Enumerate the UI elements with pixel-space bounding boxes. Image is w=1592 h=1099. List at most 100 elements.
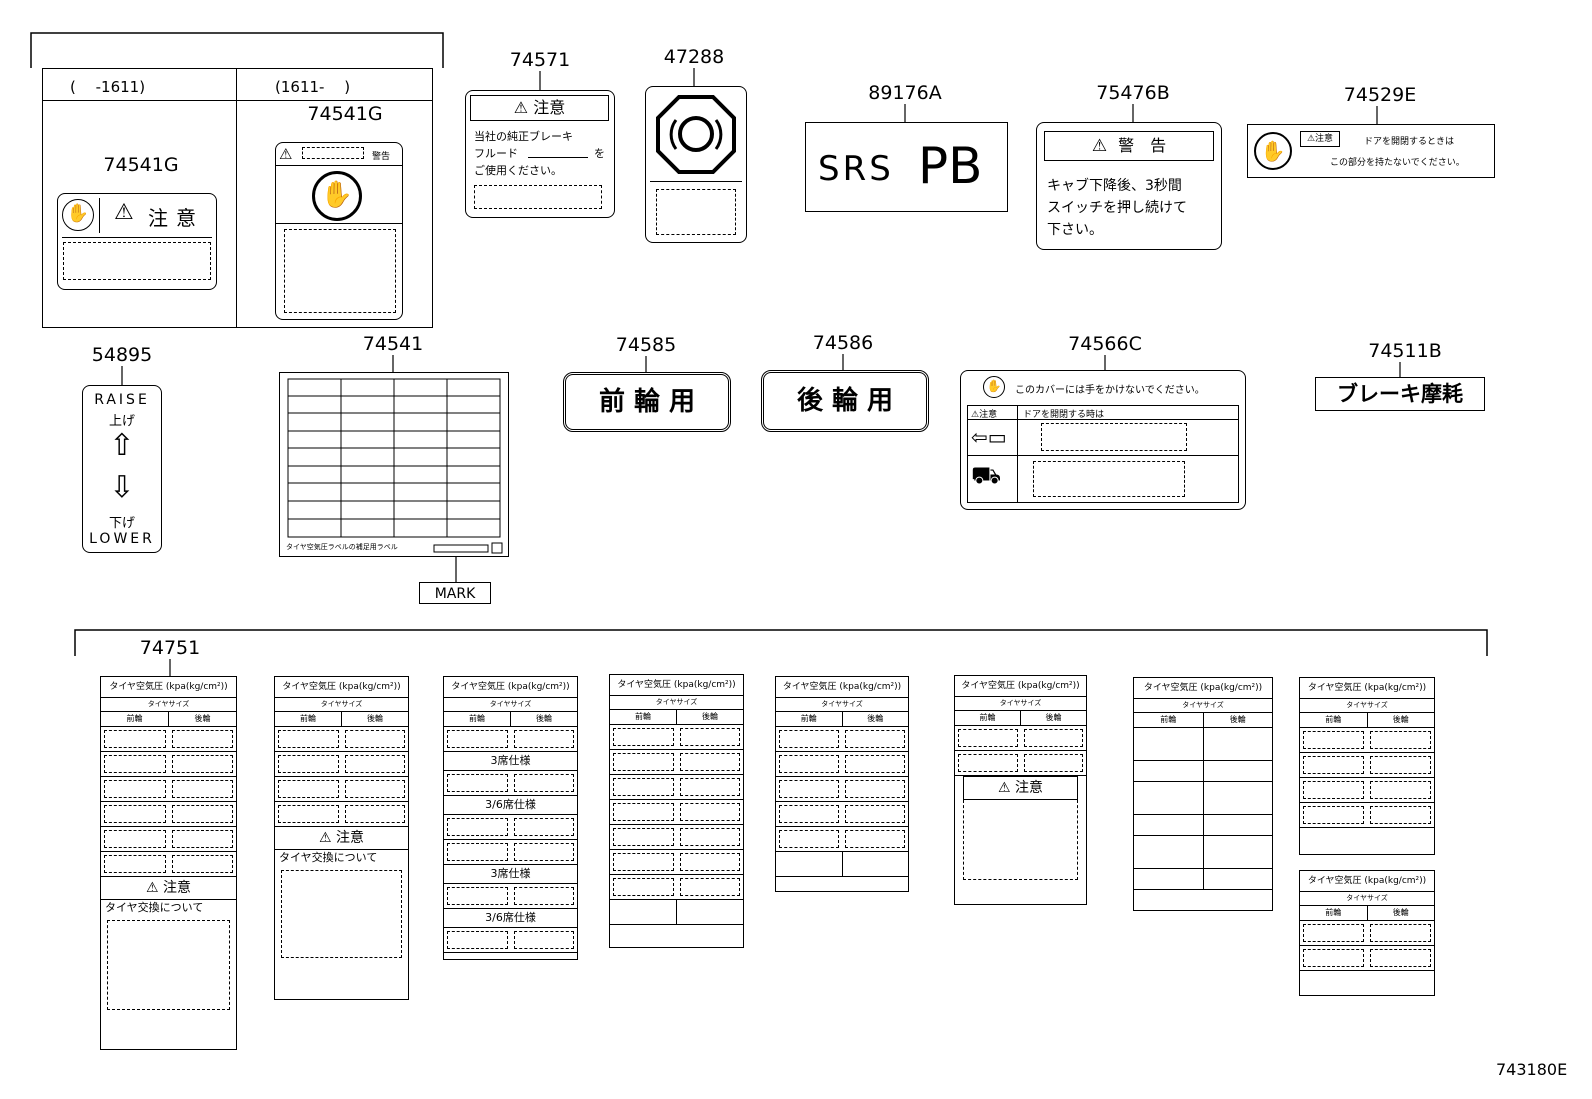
seat-3-text: 3席仕様 [444, 865, 577, 884]
label-74541G-new: ⚠ 警告 ✋ [275, 142, 403, 320]
tire-size-label: タイヤサイズ [101, 698, 236, 712]
text-line-2: スイッチを押し続けて [1047, 200, 1187, 216]
pressure-row [444, 727, 577, 752]
label-75476B-cab: ⚠ 警 告 キャブ下降後、3秒間 スイッチを押し続けて 下さい。 [1036, 122, 1222, 250]
hand-icon: ✋ [62, 199, 94, 231]
pressure-row [444, 884, 577, 909]
caution-text: 注意 [1315, 134, 1334, 144]
srs-text: SRS [818, 149, 894, 189]
text-line-2: この部分を持たないでください。 [1330, 158, 1465, 168]
axle-header: 前輪後輪 [1300, 713, 1434, 728]
door-arrow-icon: ⇦▭ [971, 425, 1007, 449]
part-number-74566C: 74566C [1068, 333, 1142, 355]
label-74585-front-wheel: 前 輪 用 [563, 372, 731, 432]
tire-size-label: タイヤサイズ [444, 698, 577, 712]
pressure-row [1134, 761, 1272, 782]
pressure-row [444, 840, 577, 865]
part-number-74541G-right: 74541G [307, 103, 383, 125]
seat-3-text: 3席仕様 [444, 752, 577, 771]
pressure-row [610, 750, 743, 775]
seat-36-text: 3/6席仕様 [444, 909, 577, 928]
pressure-row [610, 850, 743, 875]
pressure-row [610, 725, 743, 750]
pressure-row [776, 802, 908, 827]
rear-wheel-text: 後 輪 用 [796, 386, 894, 416]
caution-heading: ⚠ 注意 [101, 877, 236, 900]
tire-pressure-title: タイヤ空気圧 (kpa(kg/cm²)) [1300, 871, 1434, 892]
blank-line [528, 157, 588, 158]
text-line-3: ご使用ください。 [474, 164, 562, 177]
tire-pressure-title: タイヤ空気圧 (kpa(kg/cm²)) [610, 675, 743, 696]
front-label: 前輪 [126, 714, 143, 723]
pressure-row [1134, 782, 1272, 815]
label-47288-brake [645, 86, 747, 243]
pressure-row [101, 752, 236, 777]
front-label: 前輪 [300, 714, 316, 723]
divider [62, 237, 212, 238]
warning-triangle-icon: ⚠ [114, 200, 134, 225]
front-label: 前輪 [469, 714, 485, 723]
part-number-74585: 74585 [615, 334, 677, 356]
text-placeholder [284, 229, 396, 313]
divider [276, 165, 402, 166]
caution-heading: ⚠ 注意 [963, 776, 1078, 800]
axle-header: 前輪後輪 [776, 712, 908, 727]
pressure-row [444, 815, 577, 840]
text-line-1: 当社の純正ブレーキ [474, 130, 573, 143]
pressure-row [275, 777, 408, 802]
tire-pressure-title: タイヤ空気圧 (kpa(kg/cm²)) [776, 677, 908, 698]
text-placeholder [107, 920, 230, 1010]
front-label: 前輪 [1160, 715, 1177, 724]
seat-36-text: 3/6席仕様 [444, 796, 577, 815]
pressure-row [1300, 946, 1434, 971]
pressure-row [275, 752, 408, 777]
front-wheel-text: 前 輪 用 [598, 387, 696, 417]
tire-size-label: タイヤサイズ [776, 698, 908, 712]
part-number-89176A: 89176A [868, 82, 942, 104]
tire-size-label: タイヤサイズ [275, 698, 408, 712]
axle-header: 前輪 後輪 [444, 712, 577, 727]
pressure-row [1300, 753, 1434, 778]
hand-icon: ✋ [983, 376, 1005, 398]
front-label: 前輪 [979, 713, 996, 722]
axle-header: 前輪後輪 [275, 712, 408, 727]
tire-change-text: タイヤ交換について [279, 851, 378, 864]
axle-header: 前輪後輪 [1300, 906, 1434, 921]
warning-text: 警 告 [1118, 136, 1167, 155]
text-line-1: ドアを開閉するときは [1364, 137, 1455, 147]
variant-column-divider [236, 68, 237, 328]
pressure-row [610, 825, 743, 850]
pressure-row [1300, 728, 1434, 753]
tire-label-variant-5: タイヤ空気圧 (kpa(kg/cm²)) タイヤサイズ 前輪後輪 [775, 676, 909, 892]
range-left: ( -1611) [70, 78, 146, 96]
caution-text: 注意 [533, 98, 566, 117]
arrow-up-icon: ⇧ [109, 428, 135, 463]
caution-label: 注意 [979, 410, 998, 420]
text-line-2: フルード [474, 147, 518, 160]
label-89176A-srs-pb: SRS PB [805, 122, 1008, 212]
rear-label: 後輪 [676, 710, 743, 724]
pressure-row [275, 727, 408, 752]
cab-tilt-icon: ⛟ [971, 461, 1002, 489]
tire-pressure-title: タイヤ空気圧 (kpa(kg/cm²)) [444, 677, 577, 698]
cover-warning-text: このカバーには手をかけないでください。 [1015, 385, 1205, 396]
pressure-row [955, 751, 1086, 776]
pressure-row [1134, 728, 1272, 761]
tire-label-variant-3: タイヤ空気圧 (kpa(kg/cm²)) タイヤサイズ 前輪 後輪 3席仕様 3/… [443, 676, 578, 960]
pressure-row [101, 777, 236, 802]
tire-label-variant-7: タイヤ空気圧 (kpa(kg/cm²)) タイヤサイズ 前輪後輪 [1133, 677, 1273, 911]
pressure-row [776, 777, 908, 802]
axle-header: 前輪後輪 [955, 711, 1086, 726]
part-number-74529E: 74529E [1343, 84, 1417, 106]
lower-text: LOWER [89, 531, 155, 547]
pressure-row [101, 802, 236, 827]
tire-label-variant-6: タイヤ空気圧 (kpa(kg/cm²)) タイヤサイズ 前輪後輪 ⚠ 注意 [954, 675, 1087, 905]
divider [99, 198, 100, 233]
pressure-row [610, 900, 743, 925]
pressure-row [1300, 803, 1434, 828]
text-placeholder [1033, 461, 1185, 497]
warning-triangle-icon: ⚠ [1306, 134, 1316, 144]
rear-label: 後輪 [510, 712, 577, 726]
text-placeholder [474, 185, 602, 209]
label-74571-brake-fluid: ⚠ 注意 当社の純正ブレーキ フルード を ご使用ください。 [465, 90, 615, 218]
